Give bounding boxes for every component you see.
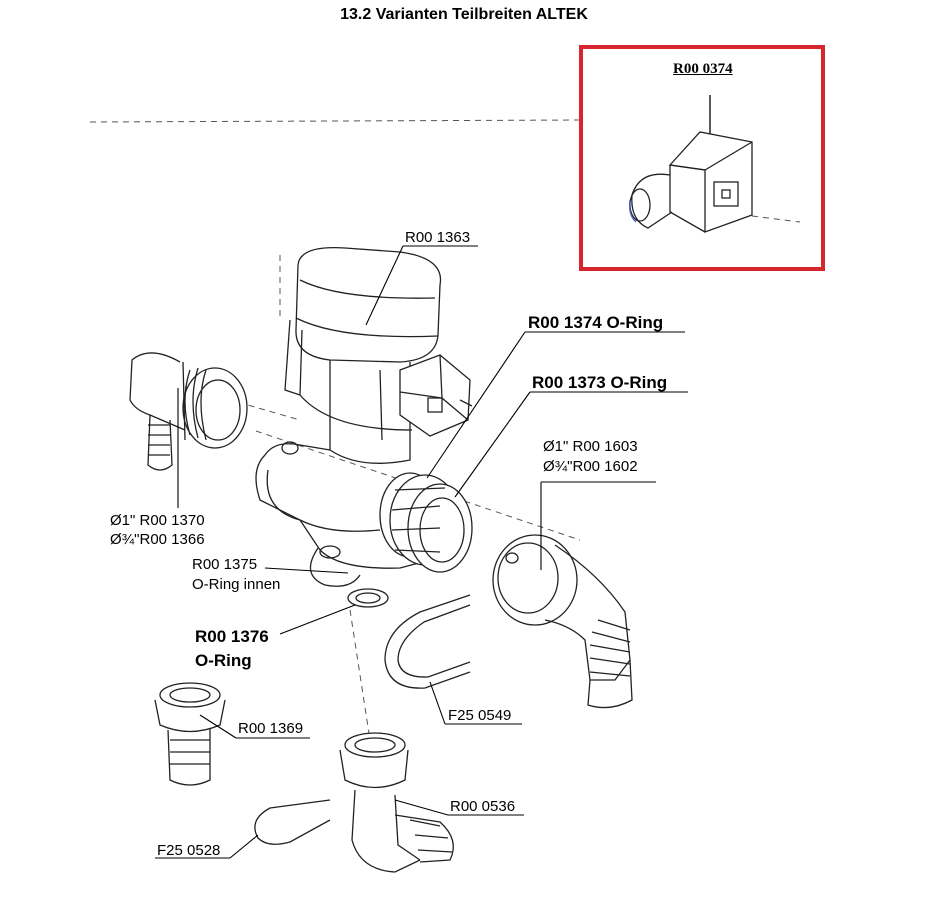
- inset-connector-drawing: [628, 95, 753, 233]
- label-oring-innen: O-Ring innen: [192, 576, 281, 593]
- label-f25-0549: F25 0549: [448, 707, 512, 724]
- label-r00-1363: R00 1363: [405, 229, 471, 246]
- left-elbow-fitting: [129, 352, 248, 471]
- highlight-box: [579, 45, 825, 271]
- axis-line: [89, 119, 581, 123]
- label-oring: O-Ring: [195, 651, 252, 670]
- wire-clip-f25-0528: [254, 799, 331, 845]
- label-r00-1370: Ø1" R00 1370: [110, 512, 205, 529]
- outlet-port-right: [379, 472, 473, 573]
- fitting-r00-1369: [154, 682, 226, 786]
- label-r00-1602: Ø¾"R00 1602: [543, 458, 638, 475]
- label-r00-1375: R00 1375: [192, 556, 258, 573]
- right-elbow-fitting: [492, 534, 633, 709]
- fitting-r00-0536: [339, 732, 454, 873]
- label-r00-1373: R00 1373 O-Ring: [532, 373, 668, 392]
- axis-line: [751, 215, 801, 223]
- label-r00-1376: R00 1376: [195, 627, 269, 646]
- label-f25-0528: F25 0528: [157, 842, 221, 859]
- label-r00-1366: Ø¾"R00 1366: [110, 531, 205, 548]
- page-title: 13.2 Varianten Teilbreiten ALTEK: [340, 6, 588, 23]
- motor-housing: [284, 246, 442, 464]
- inset-part-label: R00 0374: [673, 61, 733, 77]
- label-r00-1603: Ø1" R00 1603: [543, 438, 638, 455]
- label-r00-0536: R00 0536: [450, 798, 516, 815]
- label-r00-1374: R00 1374 O-Ring: [528, 313, 664, 332]
- u-clip-f25-0549: [384, 594, 471, 689]
- connector-plug: [399, 354, 473, 437]
- axis-line: [349, 609, 371, 741]
- bottom-oring: [309, 545, 389, 608]
- label-r00-1369: R00 1369: [238, 720, 304, 737]
